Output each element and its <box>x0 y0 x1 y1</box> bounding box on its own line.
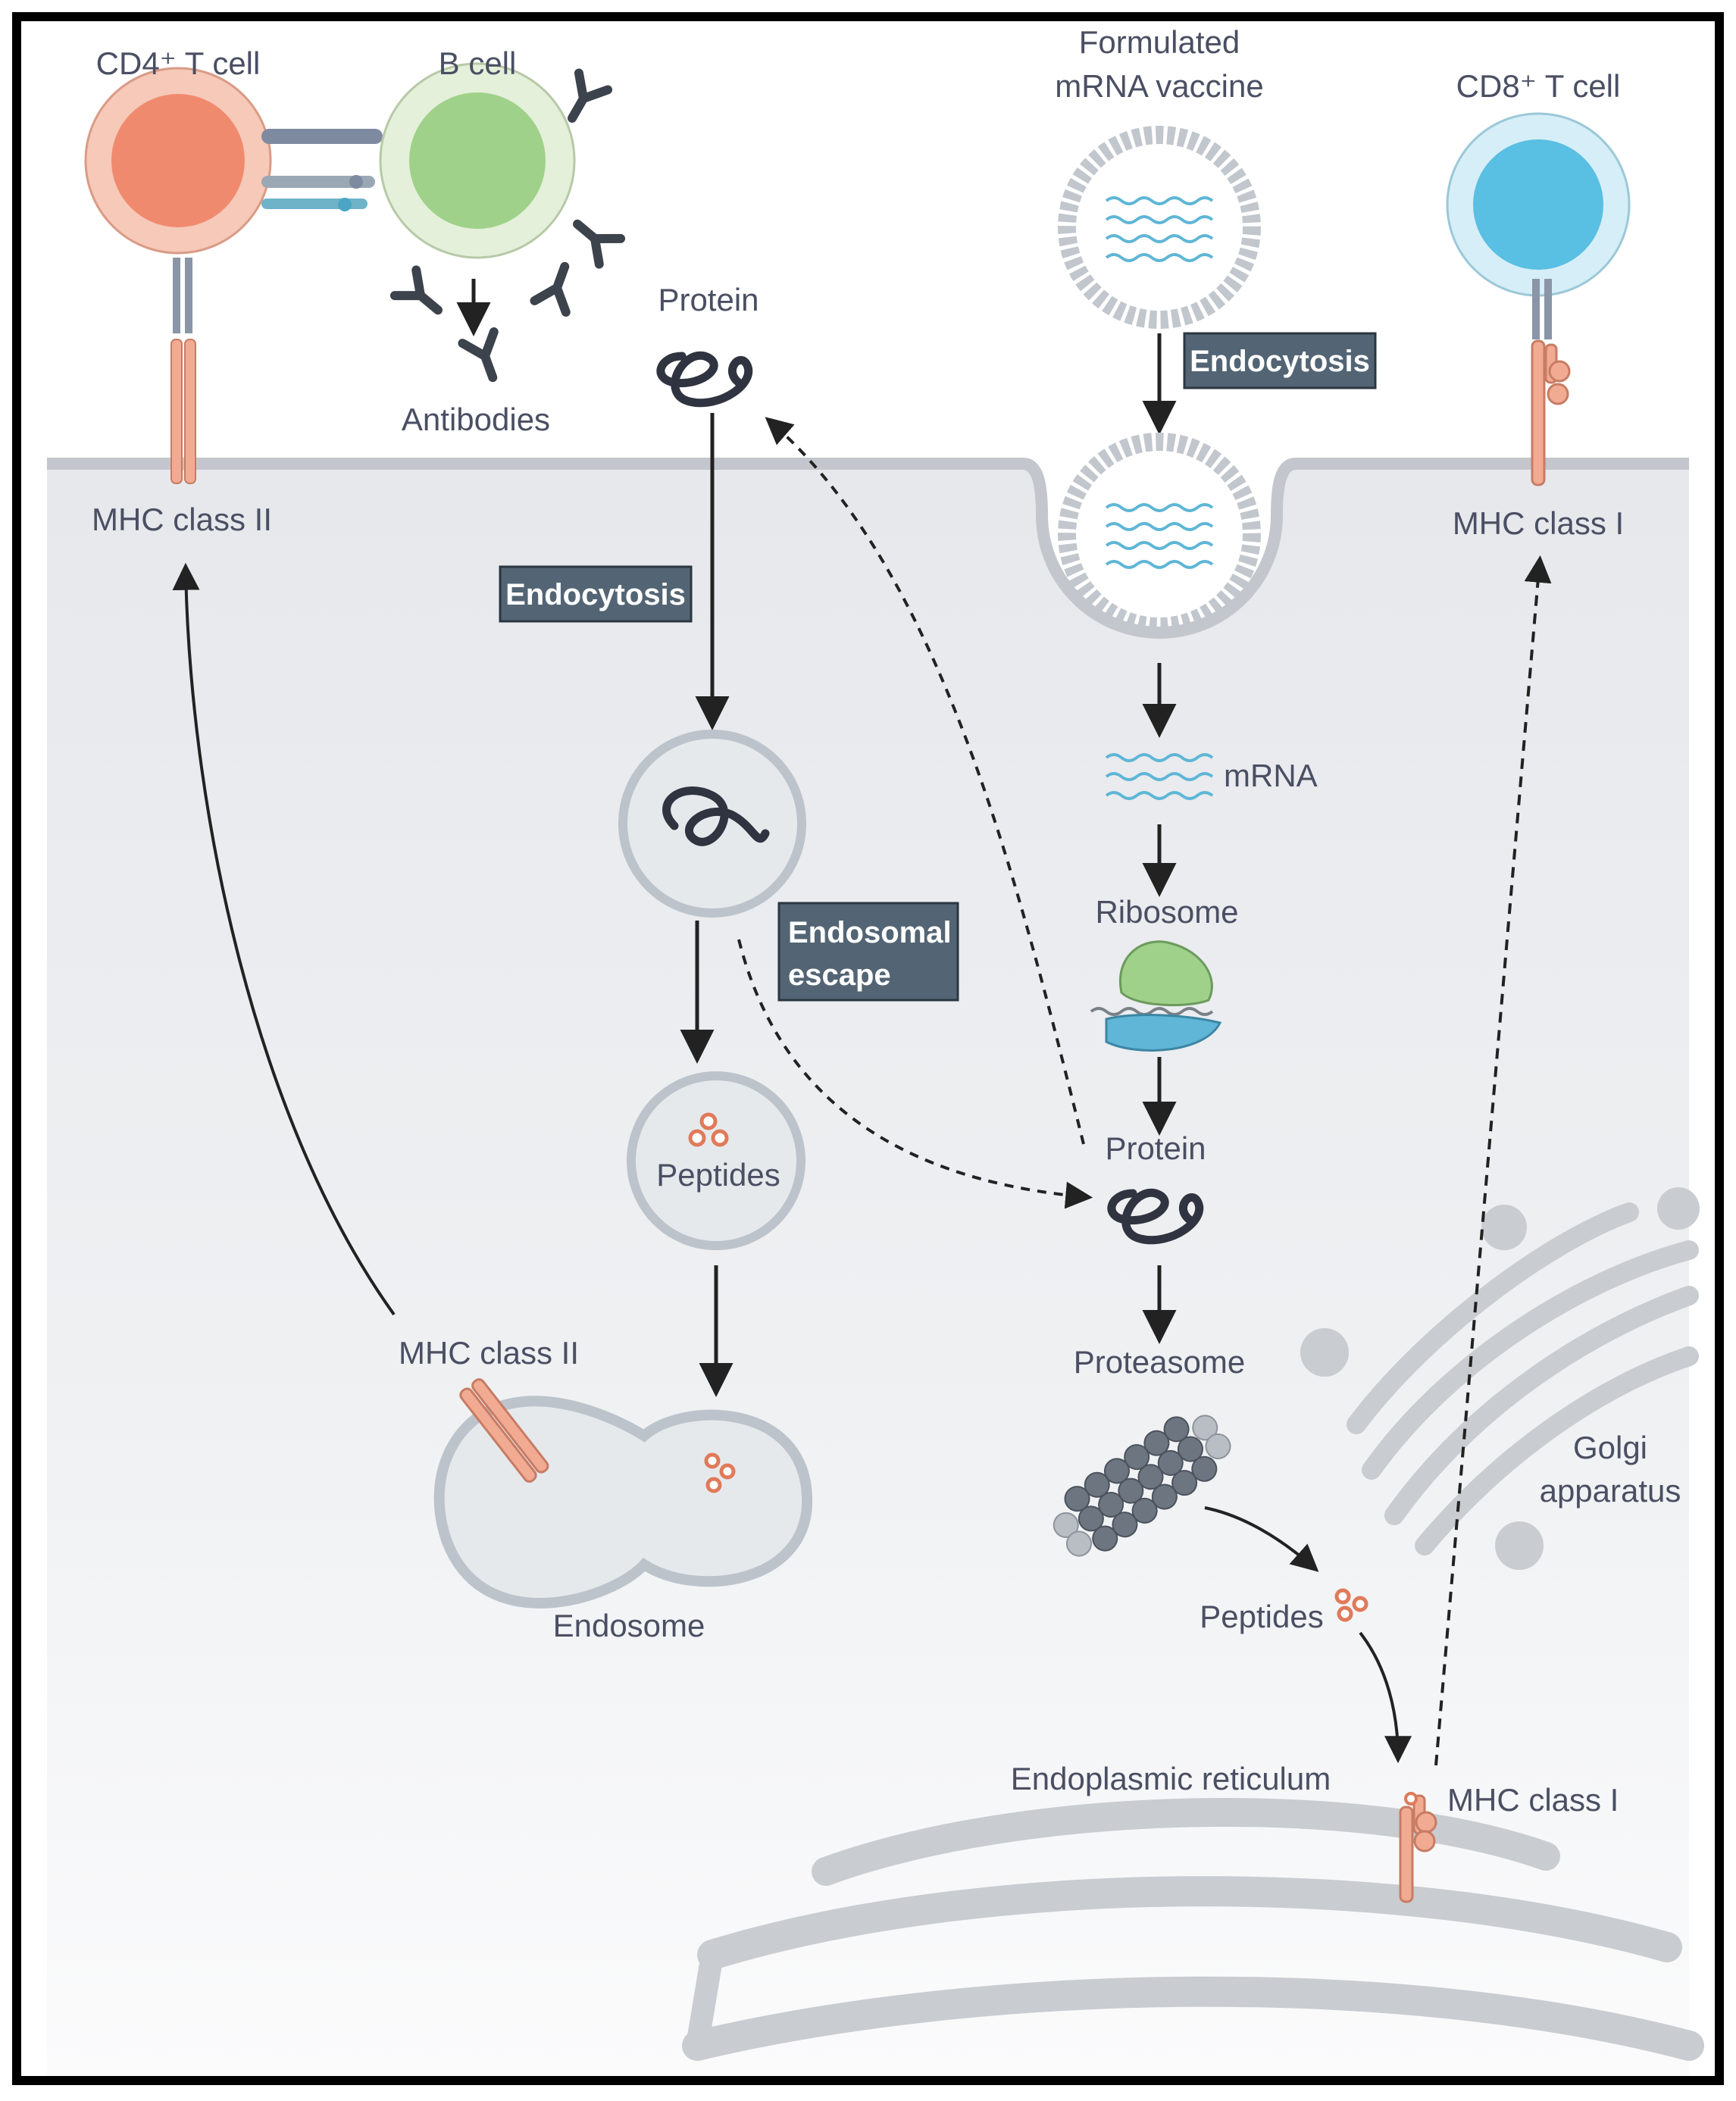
endocytosis-protein-text: Endocytosis <box>505 578 686 611</box>
proteasome-to-peptides-arrow <box>1204 1506 1319 1572</box>
mrna-icon <box>1105 753 1214 800</box>
peptides-cytosol-label: Peptides <box>1200 1599 1323 1634</box>
protein-inside-label: Protein <box>1105 1130 1206 1166</box>
peptides-in-loading-endosome <box>704 1452 736 1493</box>
peptide-endosome <box>627 1071 805 1250</box>
cytoplasm <box>47 464 1689 2076</box>
mhc-class-i-surface-icon <box>1531 279 1571 486</box>
endosome-label: Endosome <box>553 1608 705 1643</box>
endocytosis-vaccine-box <box>1183 332 1377 389</box>
b-cell <box>379 62 576 259</box>
peptides-cytosol-icon <box>1334 1588 1368 1622</box>
mhc-ii-to-surface-arrow <box>172 562 396 1316</box>
endosomal-escape-text-line1: Endosomal <box>788 916 952 949</box>
mrna-vaccine-particle <box>1058 126 1261 329</box>
mhc-class-ii-endosome-label: MHC class II <box>399 1335 579 1371</box>
antibodies-label: Antibodies <box>402 402 550 437</box>
protein-inside-icon <box>1107 1188 1203 1245</box>
proteasome-label: Proteasome <box>1074 1344 1245 1380</box>
mhc-i-to-surface-arrow <box>1434 555 1552 1766</box>
formulated-label-line2: mRNA vaccine <box>1055 68 1263 104</box>
mhc-class-i-er-icon <box>1399 1792 1437 1903</box>
plasma-membrane <box>47 458 1689 639</box>
cd4-t-cell <box>84 67 272 255</box>
mhc-class-ii-surface <box>170 258 196 484</box>
protein-in-endosome-icon <box>662 786 770 846</box>
formulated-label-line1: Formulated <box>1079 24 1240 60</box>
mhc-class-i-er-label: MHC class I <box>1447 1782 1619 1818</box>
b-cell-label: B cell <box>439 45 517 81</box>
cd4-t-cell-label: CD4⁺ T cell <box>96 45 261 81</box>
protein-outside-label: Protein <box>658 282 759 317</box>
internalized-vaccine-particle <box>1058 433 1261 636</box>
ribosome-icon <box>1090 940 1222 1052</box>
antibody-icon <box>568 68 613 123</box>
antibody-icon <box>530 261 571 317</box>
proteasome-icon <box>1053 1415 1231 1557</box>
mhc-class-i-surface-label: MHC class I <box>1453 505 1624 541</box>
endoplasmic-reticulum-label: Endoplasmic reticulum <box>1011 1761 1331 1796</box>
endocytosis-protein-box <box>499 565 693 623</box>
cd8-t-cell <box>1446 112 1631 297</box>
early-endosome <box>618 730 806 918</box>
tcr-bcell-receptor-complexes <box>261 129 383 211</box>
cd8-t-cell-label: CD8⁺ T cell <box>1456 68 1621 104</box>
mrna-label: mRNA <box>1224 758 1318 793</box>
mhc-class-ii-endosome-icon <box>459 1378 549 1483</box>
golgi-label-line1: Golgi <box>1573 1430 1647 1465</box>
golgi-label-line2: apparatus <box>1540 1473 1681 1509</box>
endosomal-escape-arrow <box>737 939 1093 1209</box>
protein-outside-icon <box>656 351 752 408</box>
peptides-endosome-label: Peptides <box>656 1157 780 1193</box>
peptides-to-er-arrow <box>1359 1631 1412 1764</box>
endosomal-escape-text-line2: escape <box>788 958 891 992</box>
endocytosis-vaccine-text: Endocytosis <box>1190 345 1370 378</box>
mhc-class-ii-surface-label: MHC class II <box>92 502 272 537</box>
antibody-icon <box>389 265 443 315</box>
antibody-icon <box>458 327 499 383</box>
ribosome-label: Ribosome <box>1095 894 1238 930</box>
protein-secretion-arrow <box>765 417 1085 1145</box>
antibody-icon <box>573 219 626 269</box>
endosomal-escape-box <box>777 902 959 1002</box>
endoplasmic-reticulum <box>682 1798 1704 2061</box>
